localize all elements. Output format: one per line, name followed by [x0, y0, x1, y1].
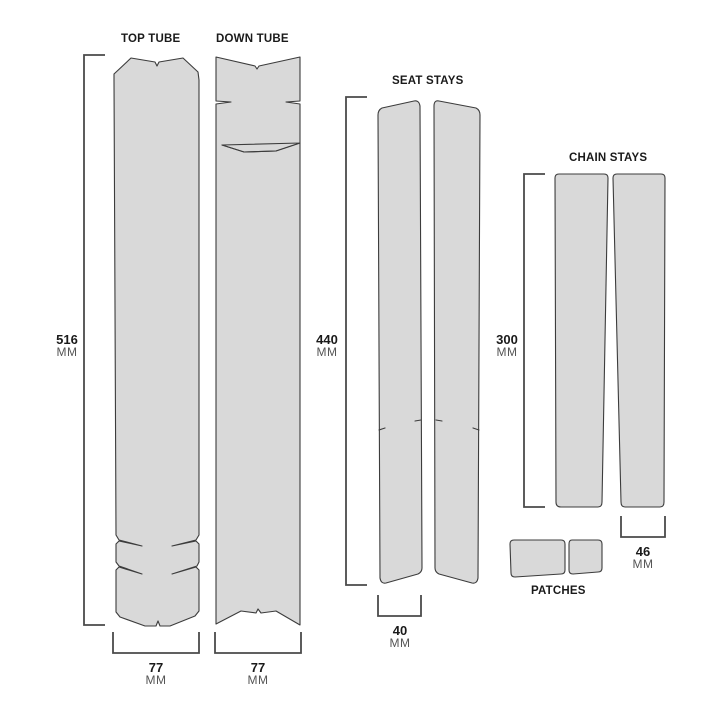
dimension-unit: MM	[389, 636, 411, 650]
chain-stay-left	[554, 173, 609, 508]
seat-stays-length-dimension: 440 MM	[312, 333, 342, 358]
patch-small	[568, 539, 603, 575]
patch-large	[509, 539, 566, 578]
dimension-unit: MM	[145, 673, 167, 687]
seat-stays-length-bracket	[345, 96, 367, 586]
top-tube-length-bracket	[83, 54, 105, 626]
seat-stays-width-bracket	[377, 595, 422, 617]
seat-stay-right	[433, 100, 481, 584]
dimension-value: 440	[316, 332, 338, 347]
dimension-value: 77	[250, 660, 266, 675]
dimension-unit: MM	[632, 557, 654, 571]
dimension-value: 77	[148, 660, 164, 675]
chain-stays-width-dimension: 46 MM	[628, 545, 658, 570]
dimension-value: 516	[56, 332, 78, 347]
dimension-value: 40	[392, 623, 408, 638]
top-tube-width-bracket	[112, 632, 200, 654]
seat-stays-width-dimension: 40 MM	[385, 624, 415, 649]
seat-stay-left	[377, 100, 423, 584]
dimension-value: 300	[496, 332, 518, 347]
chain-stay-right	[612, 173, 666, 508]
top-tube-label: TOP TUBE	[121, 33, 181, 45]
seat-stays-label: SEAT STAYS	[392, 75, 464, 87]
dimension-unit: MM	[247, 673, 269, 687]
top-tube-piece	[113, 57, 200, 627]
chain-stays-label: CHAIN STAYS	[569, 152, 648, 164]
dimension-unit: MM	[56, 345, 78, 359]
patches-label: PATCHES	[531, 585, 586, 597]
chain-stays-length-bracket	[523, 173, 545, 508]
down-tube-label: DOWN TUBE	[216, 33, 289, 45]
top-tube-width-dimension: 77 MM	[141, 661, 171, 686]
down-tube-piece	[215, 56, 301, 626]
down-tube-width-bracket	[214, 632, 302, 654]
chain-stays-length-dimension: 300 MM	[492, 333, 522, 358]
dimension-value: 46	[635, 544, 651, 559]
down-tube-width-dimension: 77 MM	[243, 661, 273, 686]
dimension-unit: MM	[496, 345, 518, 359]
dimension-unit: MM	[316, 345, 338, 359]
top-tube-length-dimension: 516 MM	[52, 333, 82, 358]
chain-stays-width-bracket	[620, 516, 666, 538]
